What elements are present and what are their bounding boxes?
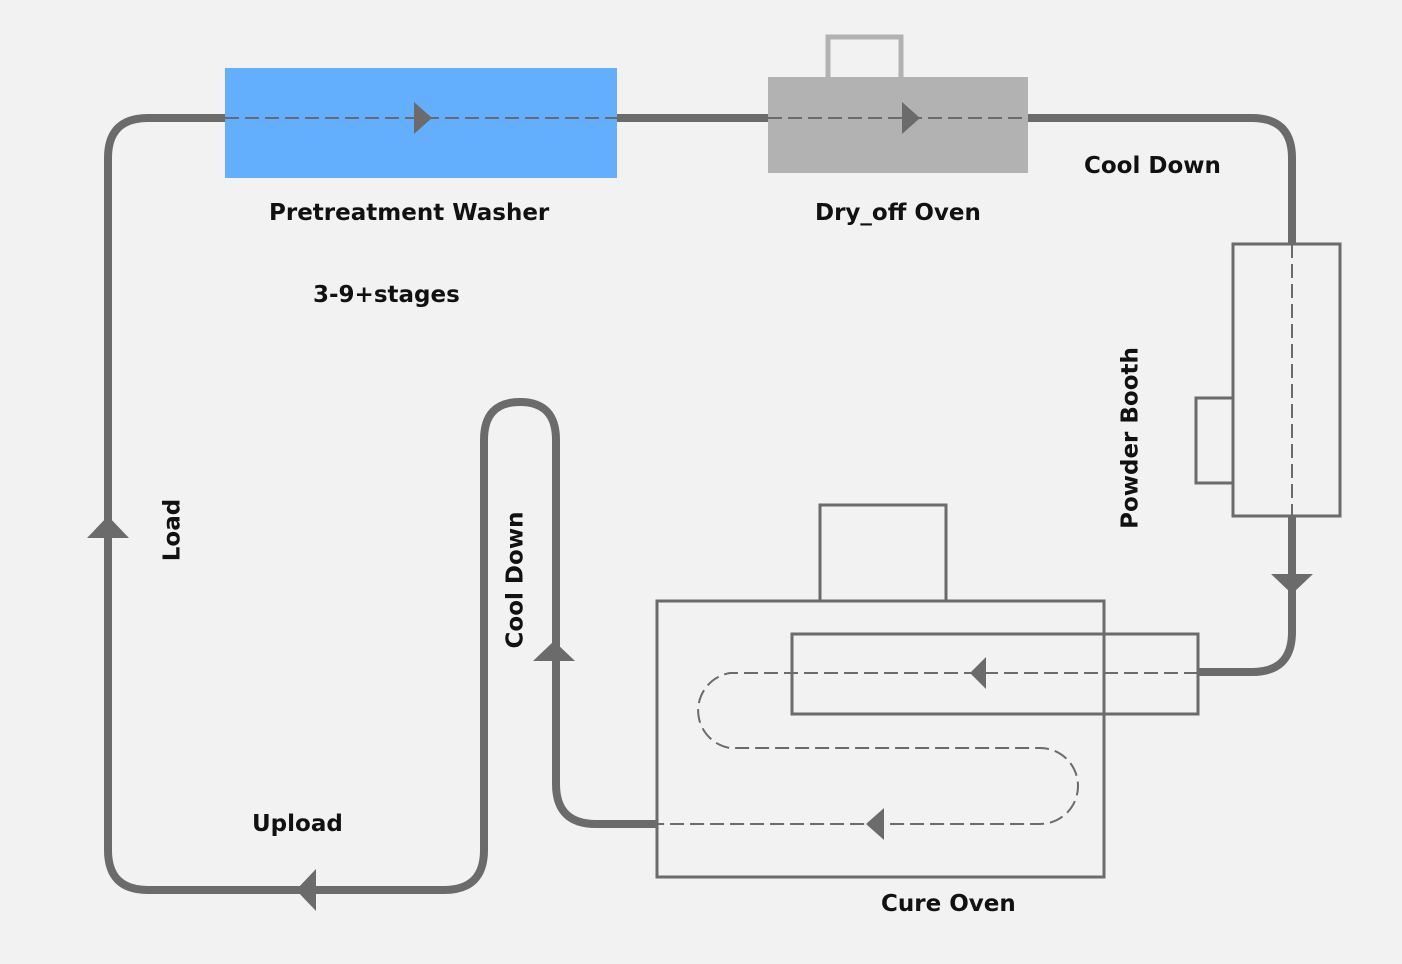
label-cool-down-middle: Cool Down	[502, 511, 529, 649]
dryoff-oven-exhaust	[825, 34, 904, 84]
cooldown-up-arrow-icon	[533, 641, 575, 661]
label-powder-booth: Powder Booth	[1117, 347, 1144, 529]
label-dryoff-oven: Dry_off Oven	[815, 200, 981, 226]
upload-left-arrow-icon	[296, 869, 316, 911]
dryoff-flow-arrow-icon	[902, 102, 920, 134]
cure-entry-arrow-icon	[970, 657, 986, 689]
load-up-arrow-icon	[87, 516, 129, 538]
washer-flow-arrow-icon	[414, 102, 432, 134]
cure-oven-serpentine-track	[658, 672, 1198, 825]
label-cool-down-top: Cool Down	[1084, 153, 1221, 179]
label-stages: 3-9+stages	[313, 282, 460, 308]
conveyor-return-path	[104, 397, 658, 894]
cure-oven-body	[655, 599, 1106, 879]
powder-booth-side-unit	[1194, 396, 1235, 485]
label-upload: Upload	[252, 811, 343, 837]
powder-booth-body	[1231, 242, 1342, 518]
label-load: Load	[159, 498, 186, 562]
booth-down-arrow-icon	[1271, 574, 1313, 594]
cure-exit-arrow-icon	[866, 808, 884, 840]
conveyor-top-loop	[104, 114, 1296, 676]
cure-oven-exhaust	[818, 503, 948, 603]
label-cure-oven: Cure Oven	[881, 891, 1016, 917]
label-pretreatment-washer: Pretreatment Washer	[269, 200, 550, 226]
dryoff-oven-body	[768, 77, 1028, 173]
